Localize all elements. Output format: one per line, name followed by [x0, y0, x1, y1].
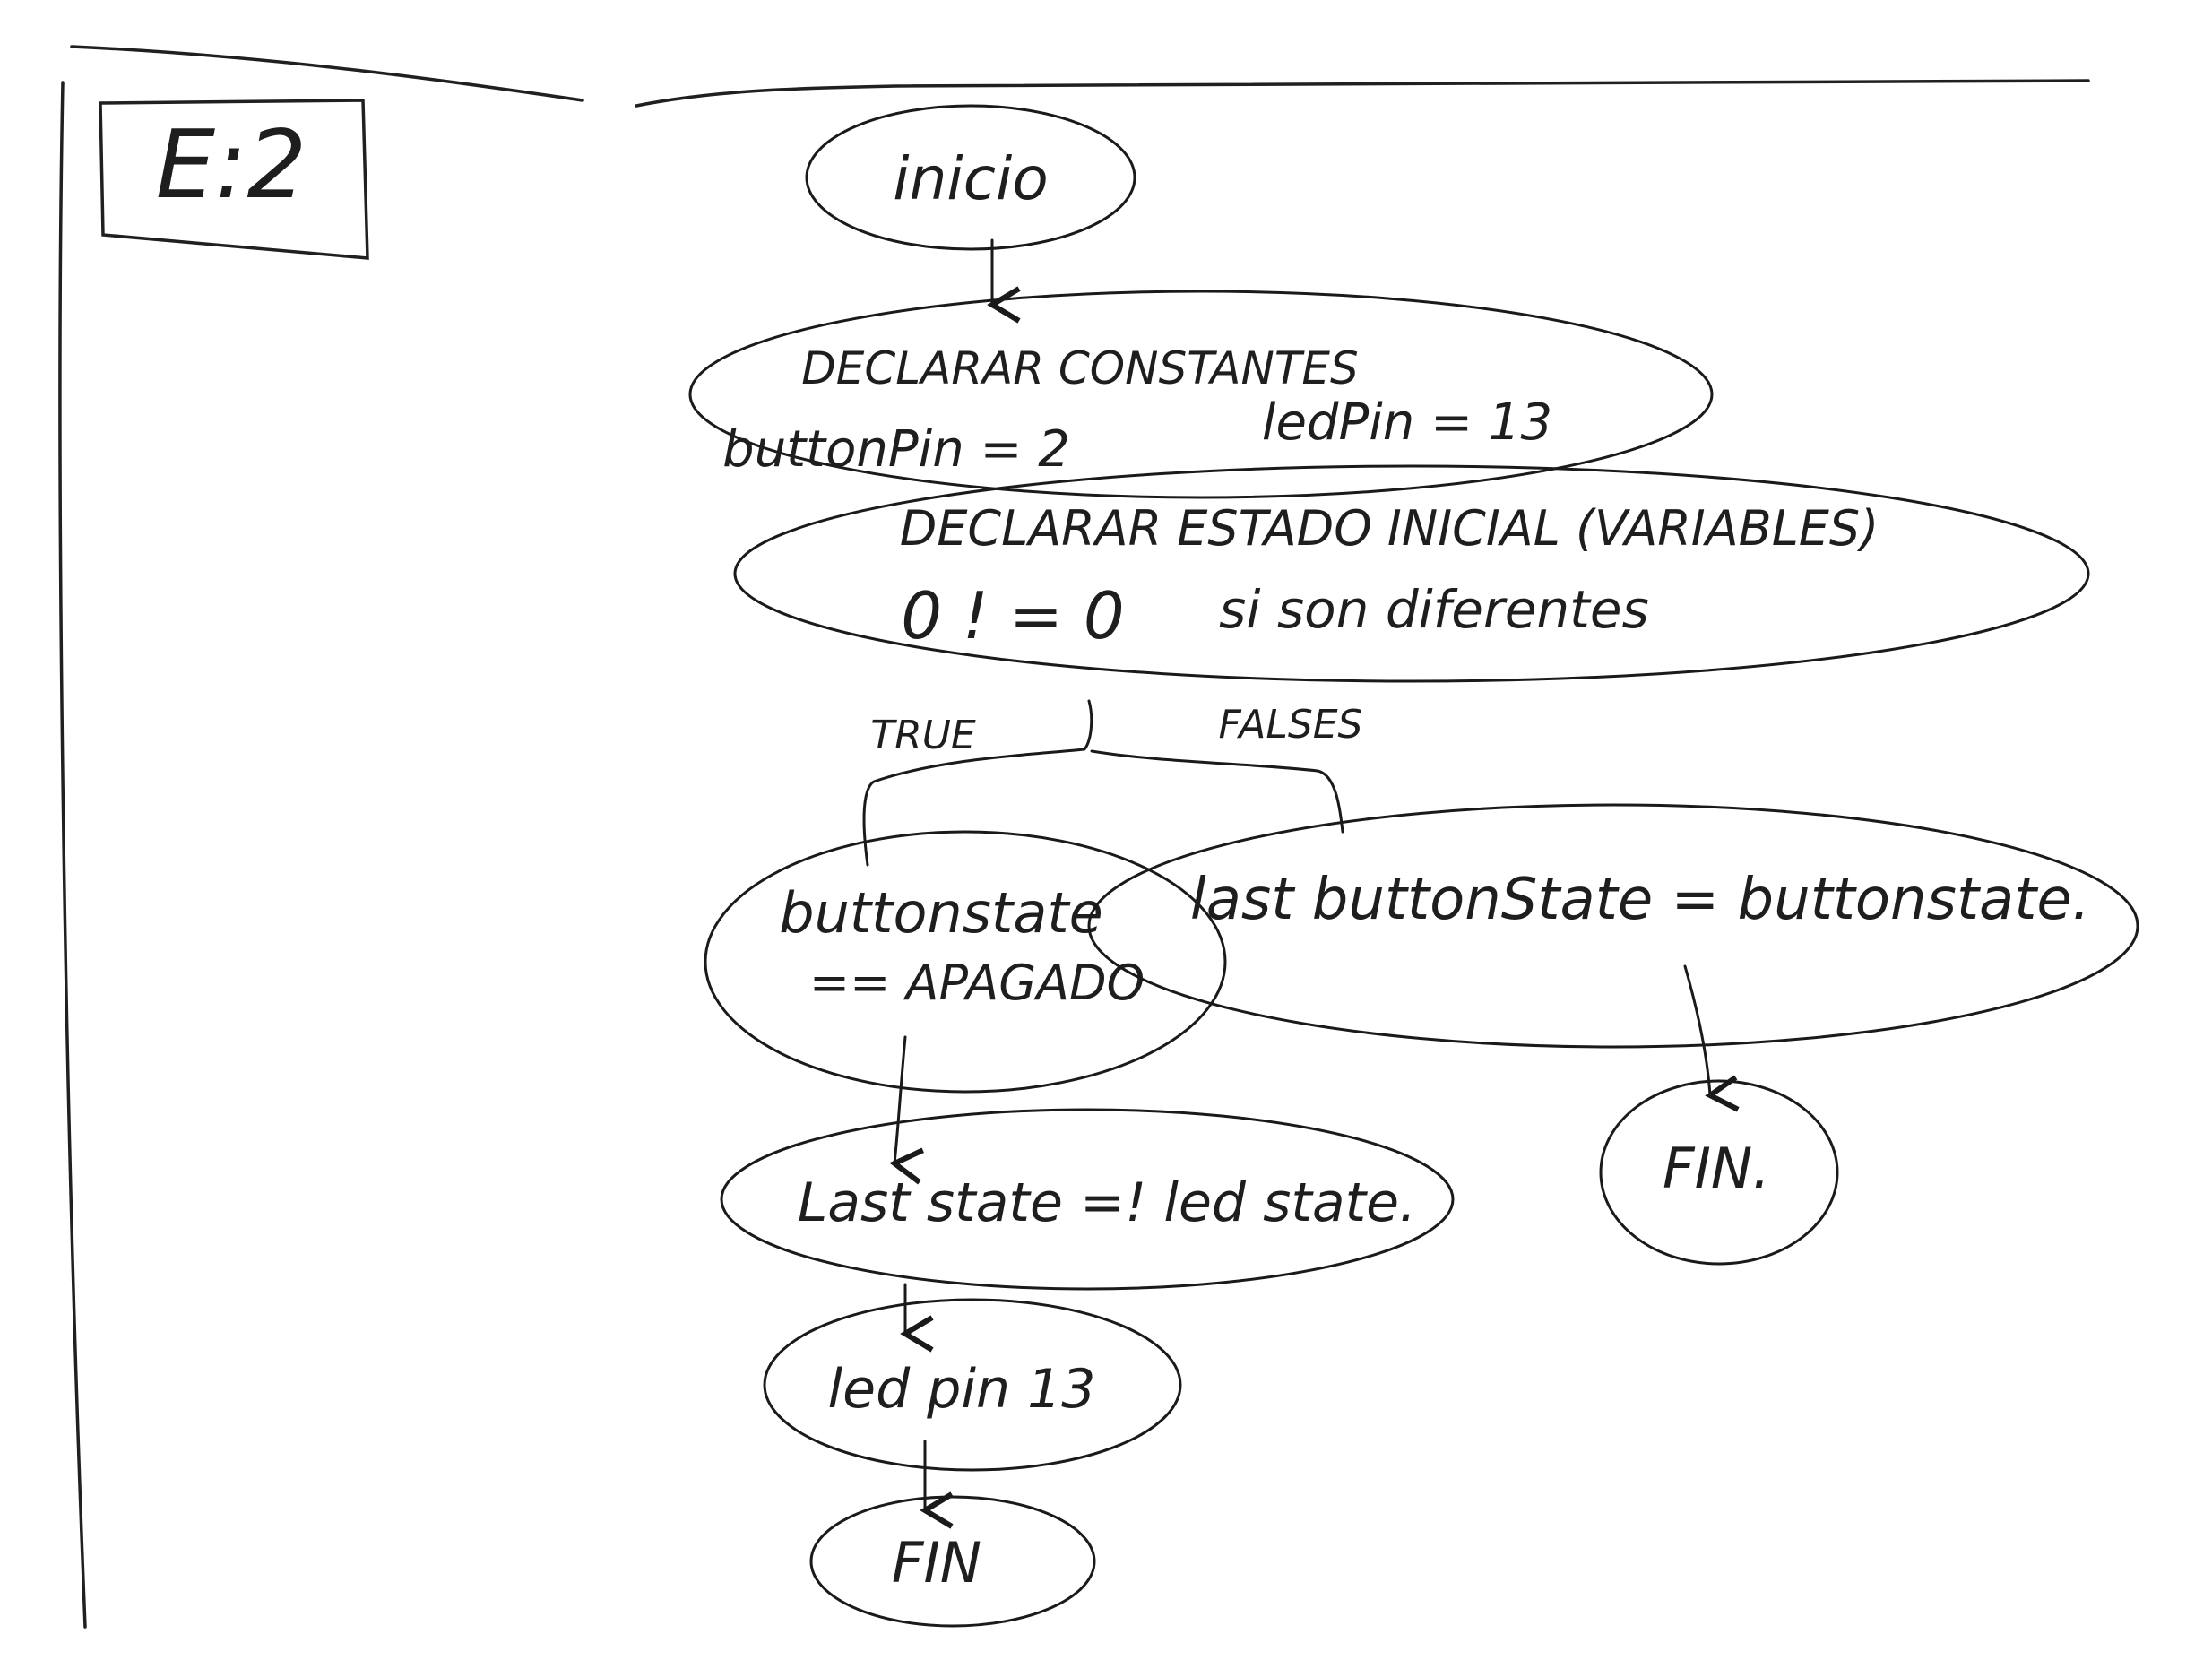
- toggle-node: [720, 1108, 1455, 1291]
- state-title: DECLARAR ESTADO INICIAL (VARIABLES): [900, 500, 1879, 557]
- true-condition-line2: == APAGADO: [809, 955, 1145, 1011]
- top-right-rule: [635, 79, 2090, 108]
- state-node: [733, 464, 2090, 683]
- end-node-true: [809, 1495, 1096, 1628]
- left-margin-line: [58, 81, 87, 1629]
- constants-led-pin: ledPin = 13: [1262, 393, 1552, 452]
- led-node: [763, 1298, 1182, 1472]
- arrow-true-to-toggle: [889, 1035, 924, 1185]
- decision-brace: [862, 699, 1344, 867]
- false-assign-label: last buttonState = buttonstate.: [1190, 867, 2090, 933]
- state-note: si son diferentes: [1219, 579, 1649, 640]
- false-branch-label: FALSES: [1218, 702, 1362, 748]
- true-condition-node: [704, 830, 1227, 1094]
- state-check: 0 ! = 0: [901, 578, 1124, 653]
- constants-node: [688, 290, 1714, 499]
- false-assign-node: [1087, 803, 2139, 1049]
- true-condition-line1: buttonstate: [779, 880, 1103, 946]
- arrow-false-to-end: [1683, 964, 1740, 1112]
- end-node-false-label: FIN.: [1663, 1136, 1770, 1201]
- true-branch-label: TRUE: [870, 713, 976, 758]
- led-label: led pin 13: [828, 1358, 1096, 1421]
- start-node-label: inicio: [893, 144, 1049, 213]
- constants-button-pin: buttonPin = 2: [722, 420, 1070, 479]
- end-node-true-label: FIN: [892, 1530, 981, 1595]
- constants-title: DECLARAR CONSTANTES: [801, 342, 1358, 394]
- exercise-label: E:2: [156, 110, 307, 220]
- toggle-label: Last state =! led state.: [798, 1172, 1416, 1234]
- top-left-rule: [70, 45, 584, 102]
- start-node: [805, 104, 1136, 251]
- exercise-label-box: [99, 99, 369, 260]
- end-node-false: [1599, 1079, 1839, 1266]
